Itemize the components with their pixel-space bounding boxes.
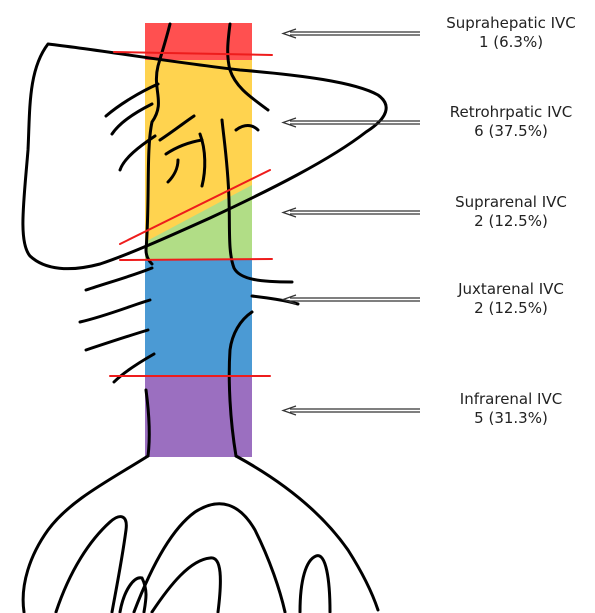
divider-juxtarenal — [120, 259, 272, 260]
label-infrarenal: Infrarenal IVC 5 (31.3%) — [436, 390, 586, 428]
label-suprahepatic: Suprahepatic IVC 1 (6.3%) — [436, 14, 586, 52]
arrow-retrohepatic — [283, 118, 420, 127]
segment-name: Retrohrpatic IVC — [436, 103, 586, 122]
segment-count: 6 (37.5%) — [436, 122, 586, 141]
segment-band-infrarenal — [145, 377, 252, 457]
segment-count: 5 (31.3%) — [436, 409, 586, 428]
arrow-juxtarenal — [283, 295, 420, 304]
arrow-suprarenal — [283, 208, 420, 217]
label-suprarenal: Suprarenal IVC 2 (12.5%) — [436, 193, 586, 231]
segment-name: Juxtarenal IVC — [436, 280, 586, 299]
arrow-infrarenal — [283, 406, 420, 415]
segment-name: Infrarenal IVC — [436, 390, 586, 409]
segment-name: Suprahepatic IVC — [436, 14, 586, 33]
label-retrohepatic: Retrohrpatic IVC 6 (37.5%) — [436, 103, 586, 141]
arrow-suprahepatic — [283, 29, 420, 38]
label-juxtarenal: Juxtarenal IVC 2 (12.5%) — [436, 280, 586, 318]
segment-band-juxtarenal — [145, 260, 252, 377]
segment-count: 2 (12.5%) — [436, 212, 586, 231]
segment-count: 1 (6.3%) — [436, 33, 586, 52]
segment-count: 2 (12.5%) — [436, 299, 586, 318]
segment-name: Suprarenal IVC — [436, 193, 586, 212]
